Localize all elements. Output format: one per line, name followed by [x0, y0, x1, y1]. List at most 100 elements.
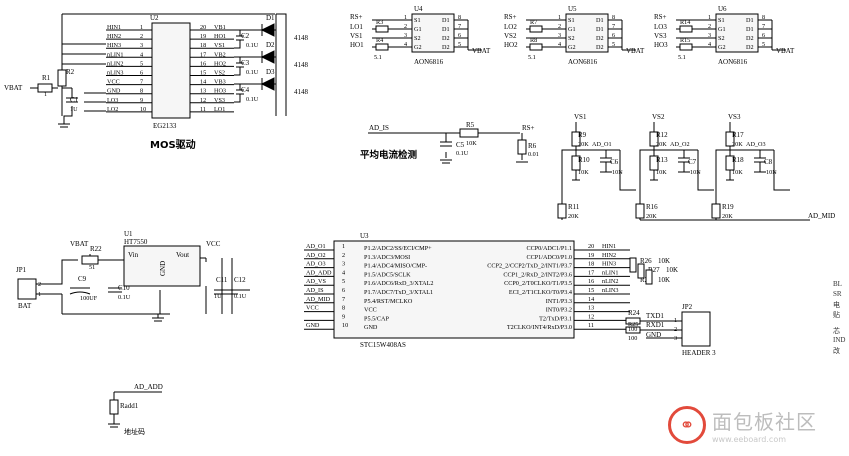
u2-left-bus [62, 43, 106, 112]
mosfet-right-num: 5 [762, 41, 765, 48]
u3-part: STC15W408AS [360, 341, 406, 349]
mosfet-r-bot: R8 [530, 37, 537, 44]
diode-value: 4148 [294, 34, 309, 42]
mosfet-left-num: 3 [404, 32, 407, 39]
mosfet-left-pin: S2 [568, 35, 575, 42]
mosfet-right-pin: D2 [746, 35, 754, 42]
phase-upper-ref: R9 [578, 131, 587, 139]
u2-left-pin-num: 3 [140, 42, 143, 49]
mcu-left-net: AD_O1 [306, 243, 326, 250]
phase-upper-resistor [725, 131, 735, 147]
phase-filter-capacitor [754, 157, 766, 163]
u1-gnd-pin: GND [159, 261, 167, 276]
u1-regulator-body [123, 245, 201, 287]
c5-value: 0.1U [456, 150, 469, 157]
r22-value: 51 [89, 264, 95, 271]
u1-vin-pin: Vin [128, 251, 139, 259]
phase-upper-ref: R17 [732, 131, 744, 139]
mosfet-drain-wire [771, 20, 786, 51]
watermark-logo-icon: ⚭ [668, 406, 706, 444]
jp2-header: JP2 HEADER 3 1 2 3 TXD1 RXD1 GND [640, 303, 716, 357]
mcu-left-pin: P1.3/ADC3/MOSI [364, 254, 410, 261]
phase-filter-capacitor [600, 157, 612, 163]
mcu-left-net: AD_VS [306, 278, 326, 285]
mcu-left-pin: P5.5/CAP [364, 315, 389, 322]
mcu-right-pin: T2CLKO/INT4/RxD/P3.0 [507, 324, 572, 331]
mcu-left-num: 8 [342, 305, 345, 312]
mosfet-vbat-net: VBAT [626, 47, 645, 55]
mosfet-vbat-net: VBAT [776, 47, 795, 55]
mcu-left-net: AD_IS [306, 287, 324, 294]
phase-net: AD_O1 [592, 141, 612, 148]
mosfet-right-num: 8 [458, 14, 461, 21]
mosfet-right-num: 5 [612, 41, 615, 48]
mosfet-ho-net: HO2 [504, 41, 518, 49]
mosfet-gate-resistor [375, 25, 389, 33]
mosfet-right-num: 8 [762, 14, 765, 21]
mosfet-right-pin: D1 [442, 26, 450, 33]
phase-mid-ref: R11 [568, 203, 580, 211]
r28-resistor [645, 269, 653, 285]
phase-lower-value: 10K [656, 169, 667, 176]
r2-ref: R2 [66, 68, 75, 76]
mosfet-ref: U6 [718, 5, 727, 13]
mosfet-left-num: 2 [708, 23, 711, 30]
mosfet-left-num: 2 [404, 23, 407, 30]
mosfet-r-top: R14 [680, 19, 690, 26]
mosfet-vs-net: VS1 [350, 32, 363, 40]
diode-ref: D2 [266, 41, 275, 49]
r22-ref: R22 [90, 245, 102, 253]
mosfet-r-top: R3 [376, 19, 383, 26]
power-supply: JP1 BAT 2 1 VBAT R22 51 C9 100UF C10 0.1… [16, 230, 250, 322]
u2-right-pin-name: HO2 [214, 60, 226, 67]
u2-right-pin-name: VS2 [214, 70, 225, 77]
u2-left-pin-num: 5 [140, 60, 143, 67]
mosfet-r-top: R7 [530, 19, 537, 26]
mosfet-right-num: 6 [458, 32, 461, 39]
mosfet-ref: U5 [568, 5, 577, 13]
phase-lower-resistor [571, 155, 581, 171]
phase-filter-capacitor [678, 157, 690, 163]
u2-right-pin-num: 18 [200, 42, 206, 49]
radd1-resistor [109, 399, 119, 415]
mcu-right-pin: CCP0/ADC1/P1.1 [526, 245, 572, 252]
diode-value: 4148 [294, 88, 309, 96]
bootstrap-wire [234, 29, 262, 49]
mcu-right-pin: INT0/P3.2 [546, 307, 572, 314]
u2-right-pin-name: LO1 [214, 106, 225, 113]
u2-left-pin-num: 9 [140, 97, 143, 104]
address-code-label: 地址码 [124, 427, 145, 436]
u2-right-pin-name: VS1 [214, 42, 225, 49]
mcu-right-net: nLIN2 [602, 278, 619, 285]
mcu-left-num: 7 [342, 296, 345, 303]
mcu-left-pin: P1.5/ADC5/SCLK [364, 271, 411, 278]
mosfet-left-pin: G1 [718, 26, 726, 33]
r1-ref: R1 [42, 74, 51, 82]
mcu-right-pin: T2/TxD/P3.1 [539, 315, 572, 322]
mosfet-left-pin: G2 [718, 44, 726, 51]
mosfet-right-pin: D1 [442, 17, 450, 24]
c10-ref: C10 [118, 284, 130, 292]
mcu-left-net: AD_ADD [306, 269, 332, 276]
r26-resistor [629, 257, 637, 273]
mcu-left-num: 10 [342, 322, 348, 329]
phase-mid-value: 20K [646, 213, 657, 220]
c1-value: 1U [70, 106, 78, 113]
diode-ref: D3 [266, 68, 275, 76]
mcu-left-pin: VCC [364, 307, 377, 314]
mcu-left-net: GND [306, 322, 320, 329]
mosfet-part: AON6816 [718, 58, 748, 66]
u2-left-pin-name: LO2 [107, 106, 118, 113]
diode-value: 4148 [294, 61, 309, 69]
mcu-right-num: 12 [588, 313, 594, 320]
u2-right-pin-num: 12 [200, 97, 206, 104]
txd1-net: TXD1 [646, 312, 664, 320]
phase-mid-ref: R19 [722, 203, 734, 211]
phase-vs-net: VS3 [728, 113, 741, 121]
c1-ref: C1 [70, 96, 79, 104]
c5-ref: C5 [456, 141, 465, 149]
